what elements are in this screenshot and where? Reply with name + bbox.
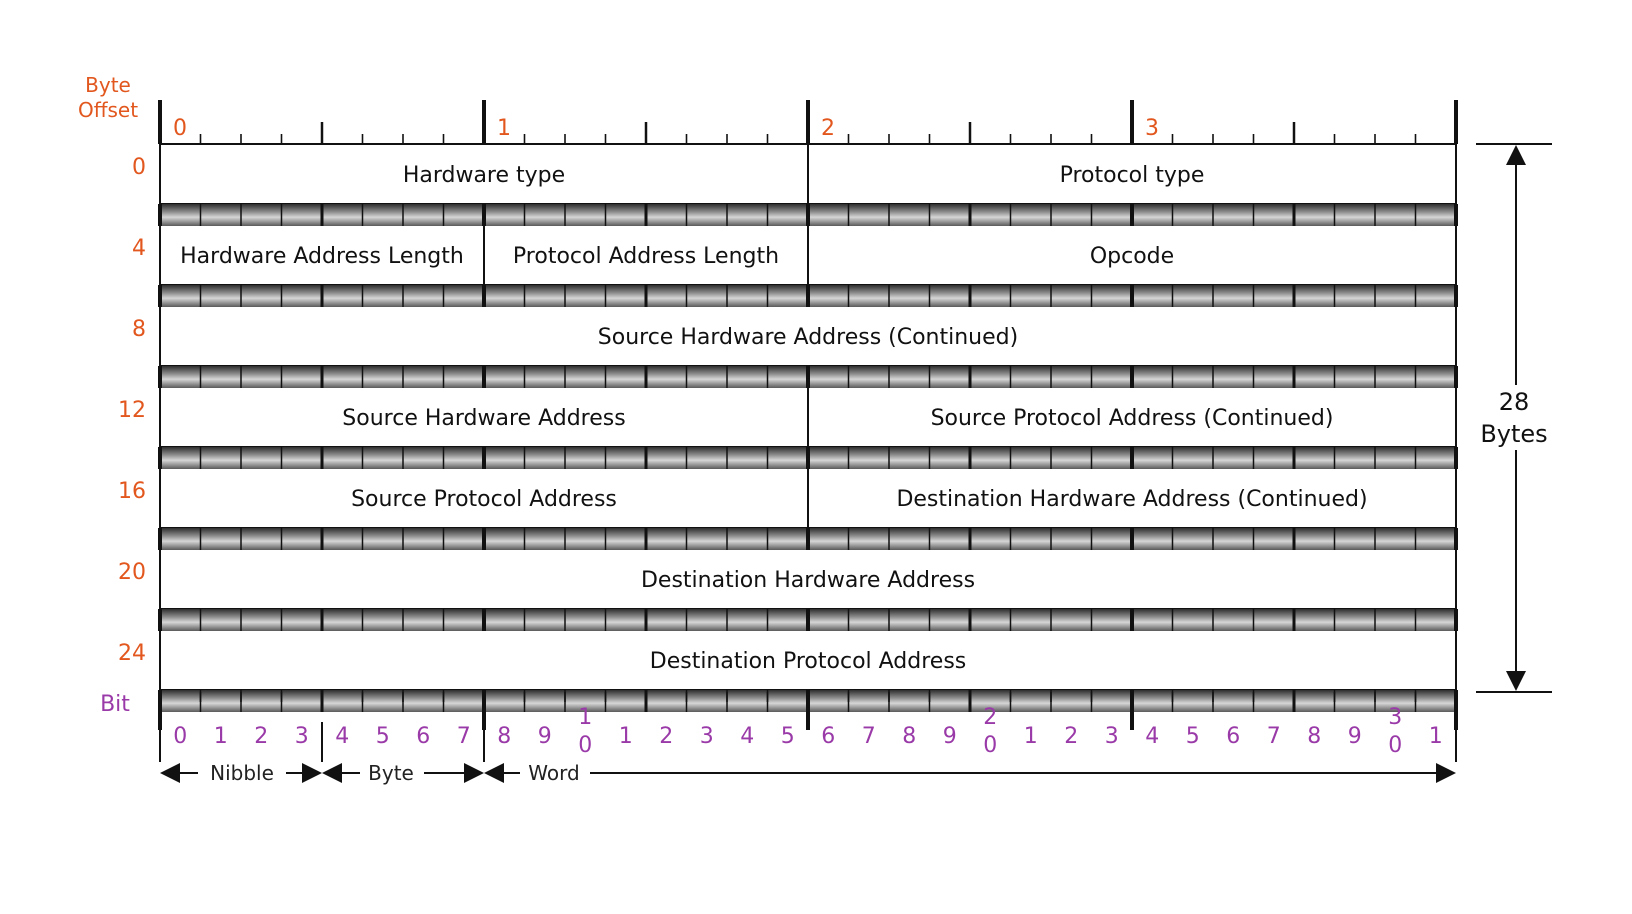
field-destination-hardware-address-continued: Destination Hardware Address (Continued) [896,487,1367,512]
nibble-label: Nibble [210,761,274,785]
bit-number: 8 [1307,724,1321,749]
total-size-indicator: 28 Bytes [1476,143,1552,693]
separator-bar [158,609,1458,631]
top-bit-ruler: 0 1 2 3 [158,100,1458,144]
field-protocol-type: Protocol type [1060,163,1205,188]
row-offset-label: 12 [118,398,146,423]
bit-number: 1 [1024,724,1038,749]
bit-number: 5 [1186,724,1200,749]
bit-number: 1 [1429,724,1443,749]
row-offset-4: 4 Hardware Address Length Protocol Address… [132,224,1457,286]
bit-number: 9 [538,724,552,749]
separator-bar [158,285,1458,307]
row-offset-label: 20 [118,560,146,585]
bit-number: 5 [376,724,390,749]
bit-number: 2 [1064,724,1078,749]
bit-number-top: 2 [983,705,997,730]
bit-number: 7 [457,724,471,749]
field-source-protocol-address: Source Protocol Address [351,487,617,512]
bit-number: 4 [740,724,754,749]
bit-number: 7 [1267,724,1281,749]
byte-scale-label: Byte [368,761,414,785]
separator-bar [158,447,1458,469]
field-destination-protocol-address: Destination Protocol Address [650,649,967,674]
row-offset-label: 8 [132,317,146,342]
byte-label-1: 1 [497,116,511,141]
row-offset-label: 24 [118,641,146,666]
bit-number: 2 [659,724,673,749]
byte-label-0: 0 [173,116,187,141]
bit-axis-label: Bit [100,692,130,717]
row-offset-label: 16 [118,479,146,504]
field-hardware-address-length: Hardware Address Length [180,244,464,269]
total-bytes-number: 28 [1499,388,1530,416]
byte-label-3: 3 [1145,116,1159,141]
bit-number: 6 [416,724,430,749]
separator-bar [158,528,1458,550]
row-offset-0: 0 Hardware type Protocol type [132,143,1457,205]
byte-label-2: 2 [821,116,835,141]
row-offset-20: 20 Destination Hardware Address [118,548,1457,610]
field-hardware-type: Hardware type [403,163,565,188]
field-source-hardware-address: Source Hardware Address [342,406,625,431]
row-offset-8: 8 Source Hardware Address (Continued) [132,305,1457,367]
bit-number: 6 [1226,724,1240,749]
total-bytes-unit: Bytes [1480,420,1547,448]
bit-number: 3 [295,724,309,749]
row-offset-16: 16 Source Protocol Address Destination Har… [118,467,1457,529]
bit-number: 8 [497,724,511,749]
bit-number: 2 [254,724,268,749]
bit-number: 0 [578,733,592,758]
word-label: Word [528,761,579,785]
field-rows: 0 Hardware type Protocol type 4 Hardware Add… [118,143,1457,691]
row-offset-12: 12 Source Hardware Address Source Protocol… [118,386,1457,448]
bit-number: 0 [173,724,187,749]
bit-number: 9 [1348,724,1362,749]
bit-number: 5 [781,724,795,749]
field-destination-hardware-address: Destination Hardware Address [641,568,975,593]
bit-number: 4 [1145,724,1159,749]
bit-number: 8 [902,724,916,749]
bit-number-top: 1 [578,705,592,730]
bit-number: 3 [700,724,714,749]
row-offset-label: 0 [132,155,146,180]
row-offset-label: 4 [132,236,146,261]
bit-number: 0 [1388,733,1402,758]
separator-bar [158,366,1458,388]
byte-offset-title-line2: Offset [78,98,138,122]
bit-number: 4 [335,724,349,749]
bit-number: 0 [983,733,997,758]
field-source-hardware-address-continued: Source Hardware Address (Continued) [598,325,1018,350]
bit-number: 6 [821,724,835,749]
scale-arrows: Nibble Byte Word [159,722,1457,785]
bit-number: 9 [943,724,957,749]
bit-number-top: 3 [1388,705,1402,730]
field-opcode: Opcode [1090,244,1174,269]
bit-number: 1 [214,724,228,749]
bit-number: 1 [619,724,633,749]
byte-offset-title-line1: Byte [85,73,131,97]
bit-number: 7 [862,724,876,749]
separator-bar [158,204,1458,226]
field-source-protocol-address-continued: Source Protocol Address (Continued) [931,406,1334,431]
row-offset-24: 24 Destination Protocol Address [118,629,1457,691]
field-protocol-address-length: Protocol Address Length [513,244,779,269]
bit-number: 3 [1105,724,1119,749]
